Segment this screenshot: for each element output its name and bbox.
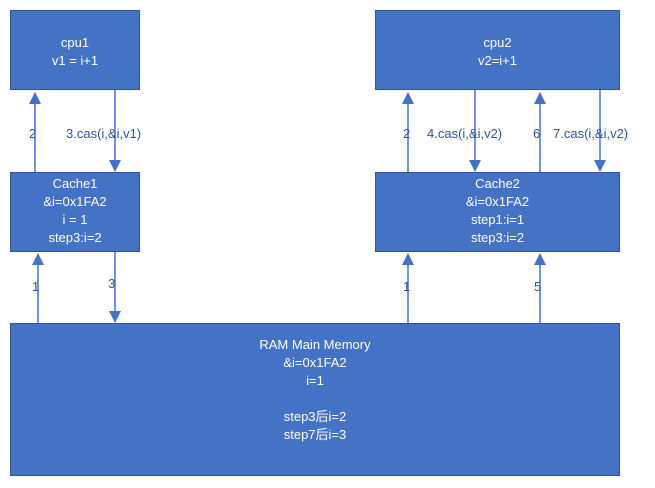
cpu2-expression: v2=i+1 xyxy=(477,53,518,68)
ram-after-step7: step7后i=3 xyxy=(283,427,347,442)
cpu2-box: cpu2 v2=i+1 xyxy=(375,10,620,90)
label-cpu2-to-cache2-step4: 4.cas(i,&i,v2) xyxy=(427,126,503,141)
cpu1-expression: v1 = i+1 xyxy=(51,53,99,68)
label-cache2-to-cpu2-step6: 6 xyxy=(533,126,541,141)
cpu2-title: cpu2 xyxy=(483,35,512,50)
arrowhead-up xyxy=(534,92,546,104)
arrowhead-up xyxy=(402,253,414,265)
label-ram-to-cache1: 1 xyxy=(32,279,40,294)
cache2-address: &i=0x1FA2 xyxy=(465,194,530,209)
label-cpu1-to-cache1: 3.cas(i,&i,v1) xyxy=(66,126,142,141)
arrowhead-up xyxy=(32,253,44,265)
ram-spacer xyxy=(11,390,619,408)
cache2-title: Cache2 xyxy=(475,176,520,191)
arrowhead-up xyxy=(402,92,414,104)
cache1-value: i = 1 xyxy=(62,212,88,227)
cpu1-box: cpu1 v1 = i+1 xyxy=(10,10,140,90)
cache1-box: Cache1 &i=0x1FA2 i = 1 step3:i=2 xyxy=(10,172,140,252)
label-ram-to-cache2-step5: 5 xyxy=(534,279,542,294)
label-cpu2-to-cache2-step7: 7.cas(i,&i,v2) xyxy=(553,126,629,141)
cpu1-title: cpu1 xyxy=(60,35,90,50)
ram-value: i=1 xyxy=(306,373,324,388)
cache2-step1: step1:i=1 xyxy=(470,212,525,227)
label-cache1-to-cpu1: 2 xyxy=(29,126,37,141)
arrowhead-down xyxy=(594,160,606,172)
cache2-box: Cache2 &i=0x1FA2 step1:i=1 step3:i=2 xyxy=(375,172,620,252)
arrowhead-up xyxy=(29,92,41,104)
label-ram-to-cache2: 1 xyxy=(403,279,411,294)
cache1-title: Cache1 xyxy=(52,176,98,191)
label-cache2-to-cpu2: 2 xyxy=(403,126,411,141)
ram-title: RAM Main Memory xyxy=(259,337,371,352)
ram-after-step3: step3后i=2 xyxy=(283,409,347,424)
cache1-step3: step3:i=2 xyxy=(48,230,102,245)
cache2-step3: step3:i=2 xyxy=(470,230,525,245)
label-cache1-to-ram: 3 xyxy=(108,276,116,291)
arrowhead-down xyxy=(109,160,121,172)
arrowhead-down xyxy=(109,311,121,323)
ram-address: &i=0x1FA2 xyxy=(283,355,347,370)
arrowhead-down xyxy=(469,160,481,172)
ram-main-memory-box: RAM Main Memory &i=0x1FA2 i=1 step3后i=2 … xyxy=(10,323,620,476)
arrowhead-up xyxy=(534,253,546,265)
cache1-address: &i=0x1FA2 xyxy=(43,194,107,209)
